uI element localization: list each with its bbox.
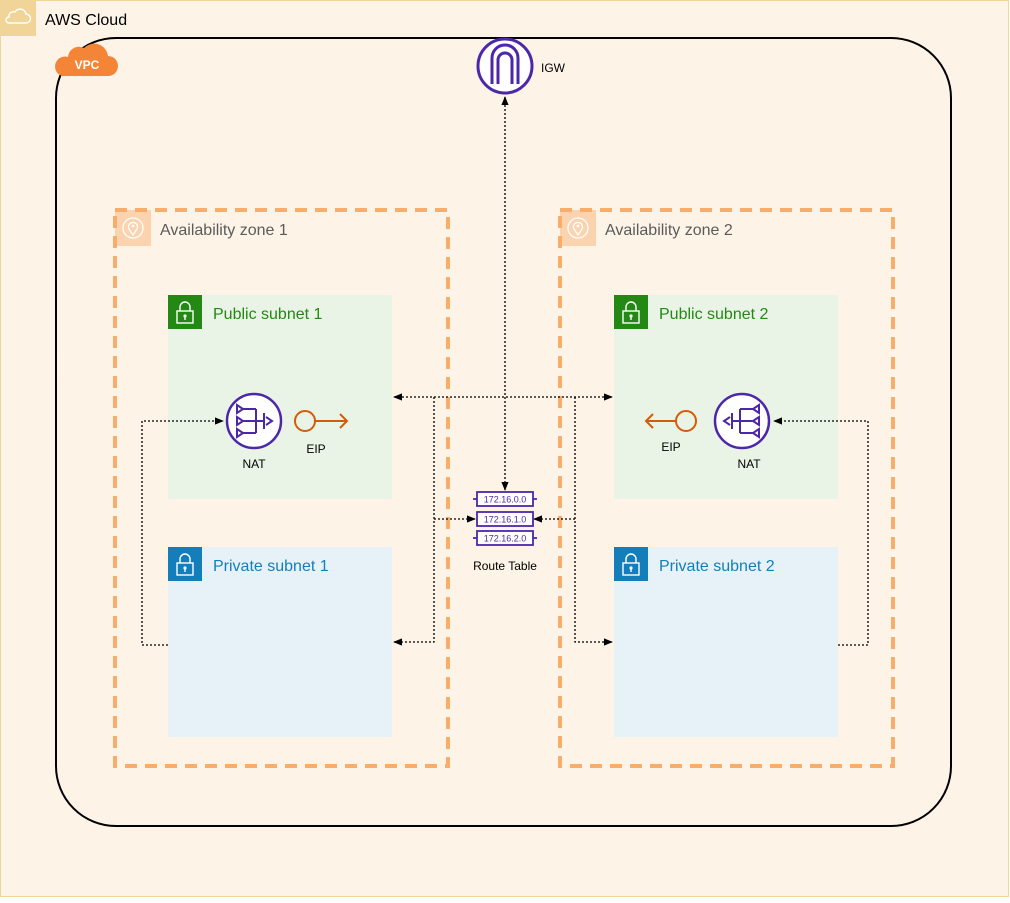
vpc-badge-label: VPC xyxy=(75,58,100,72)
cloud-icon xyxy=(5,8,32,24)
public-subnet-2 xyxy=(614,295,838,499)
igw-label: IGW xyxy=(541,61,566,75)
availability-zone-2 xyxy=(558,208,895,768)
private-subnet-1-label: Private subnet 1 xyxy=(213,558,329,575)
private-subnet-2-header-box xyxy=(614,547,648,581)
public-subnet-2-header-box xyxy=(614,295,648,329)
private-subnet-1 xyxy=(168,547,392,737)
nat-1-label: NAT xyxy=(242,457,266,471)
public-subnet-1-header-box xyxy=(168,295,202,329)
route-entry: 172.16.2.0 xyxy=(484,534,527,544)
location-pin-icon xyxy=(567,217,589,239)
az1-label: Availability zone 1 xyxy=(160,222,288,239)
route-table-label: Route Table xyxy=(473,559,537,573)
public-subnet-1-label: Public subnet 1 xyxy=(213,306,323,323)
private-subnet-1-header-box xyxy=(168,547,202,581)
connector-private-1-nat-1 xyxy=(141,417,224,646)
connector-route-private-2 xyxy=(574,397,613,646)
private-subnet-2-label: Private subnet 2 xyxy=(659,558,775,575)
public-subnet-1 xyxy=(168,295,392,499)
elastic-ip-icon xyxy=(294,410,349,432)
aws-cloud-title: AWS Cloud xyxy=(45,12,127,29)
route-entry: 172.16.0.0 xyxy=(484,495,527,505)
vpc-cloud-icon: VPC xyxy=(55,43,118,76)
lock-icon xyxy=(622,301,640,324)
az1-header-box xyxy=(115,210,151,246)
internet-gateway-icon xyxy=(476,37,534,95)
private-subnet-2 xyxy=(614,547,838,737)
public-subnet-2-label: Public subnet 2 xyxy=(659,306,769,323)
nat-gateway-icon xyxy=(713,392,771,450)
lock-icon xyxy=(176,301,194,324)
elastic-ip-icon xyxy=(644,410,697,432)
lock-icon xyxy=(176,553,194,576)
connector-private-2-nat-2 xyxy=(773,417,869,646)
connectors xyxy=(141,96,869,646)
nat-gateway-icon xyxy=(225,392,283,450)
az2-label: Availability zone 2 xyxy=(605,222,733,239)
connector-route-private-1 xyxy=(393,397,435,646)
route-entry: 172.16.1.0 xyxy=(484,515,527,525)
availability-zone-1 xyxy=(113,208,450,768)
az2-header-box xyxy=(560,210,596,246)
route-entry-box xyxy=(476,511,534,527)
eip-1-label: EIP xyxy=(306,442,325,456)
route-table-icon: 172.16.0.0 172.16.1.0 172.16.2.0 xyxy=(473,491,537,546)
lock-icon xyxy=(622,553,640,576)
eip-2-label: EIP xyxy=(661,440,680,454)
location-pin-icon xyxy=(122,217,144,239)
nat-2-label: NAT xyxy=(737,457,761,471)
